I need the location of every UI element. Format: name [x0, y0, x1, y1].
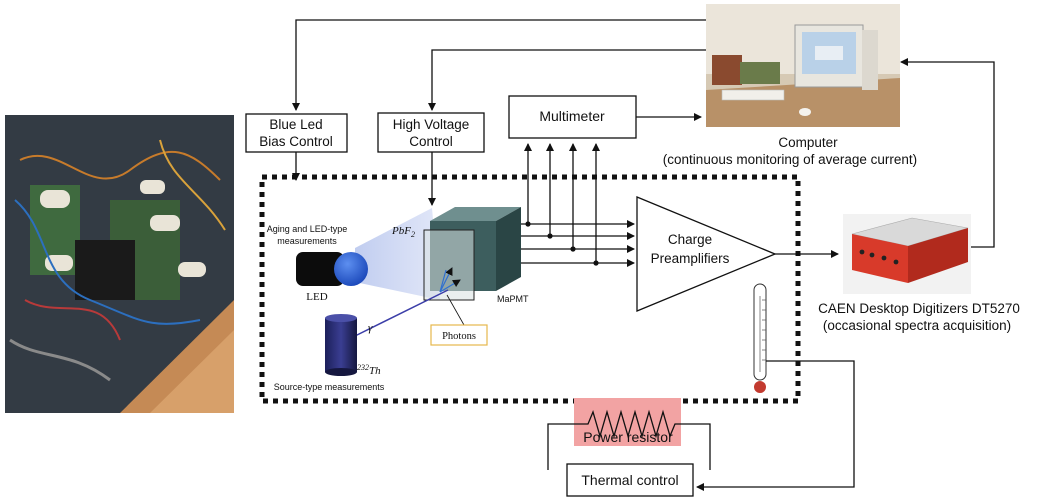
source-label: Source-type measurements: [274, 382, 385, 392]
preamp-line2: Preamplifiers: [651, 251, 730, 266]
thermometer-line: [696, 360, 855, 491]
multimeter-probes: [524, 143, 600, 263]
mapmt-icon: [423, 207, 521, 301]
power-resistor-highlight: [574, 398, 681, 446]
high-voltage-box: High Voltage Control: [377, 112, 485, 153]
aging-label-line1: Aging and LED-type: [267, 224, 348, 234]
led-icon: [296, 252, 368, 286]
electronics-photo: [5, 115, 234, 413]
led-label: LED: [306, 291, 327, 303]
th-label: 232Th: [357, 363, 381, 377]
light-cone: [355, 208, 440, 300]
blue-led-line2: Bias Control: [259, 134, 333, 149]
probe-junctions: [525, 221, 599, 266]
computer-subtitle: (continuous monitoring of average curren…: [663, 152, 917, 167]
power-resistor-label: Power resistor: [583, 429, 673, 445]
pmt-output-lines: [508, 220, 635, 267]
mapmt-label: MaPMT: [497, 294, 529, 304]
photons-box: [430, 324, 488, 346]
blue-led-box: Blue Led Bias Control: [245, 113, 348, 153]
gamma-label: γ: [368, 322, 373, 334]
aging-label-line2: measurements: [277, 236, 337, 246]
charge-preamplifier: Charge Preamplifiers: [636, 196, 777, 312]
digitizer-subtitle: (occasional spectra acquisition): [823, 318, 1011, 333]
multimeter-label: Multimeter: [539, 108, 605, 124]
preamp-line1: Charge: [668, 232, 712, 247]
blue-led-line1: Blue Led: [269, 117, 322, 132]
gamma-ray-line: [354, 289, 449, 337]
digitizer-title: CAEN Desktop Digitizers DT5270: [818, 301, 1020, 316]
resistor-wiring: [547, 409, 711, 470]
control-lines: [292, 19, 995, 248]
high-voltage-line1: High Voltage: [393, 117, 470, 132]
pbf2-label: PbF2: [391, 225, 415, 239]
thermometer-icon: [753, 283, 767, 393]
photons-label: Photons: [442, 331, 476, 342]
photons-pointer: [446, 294, 465, 326]
computer-photo: [706, 4, 900, 127]
thermal-control-label: Thermal control: [581, 472, 678, 488]
multimeter-box: Multimeter: [508, 95, 637, 139]
thermal-control-box: [566, 463, 694, 497]
high-voltage-line2: Control: [409, 134, 453, 149]
photon-arrows: [439, 267, 461, 293]
computer-title: Computer: [778, 135, 838, 150]
digitizer-photo: [843, 214, 971, 294]
thorium-source-icon: [325, 314, 357, 376]
